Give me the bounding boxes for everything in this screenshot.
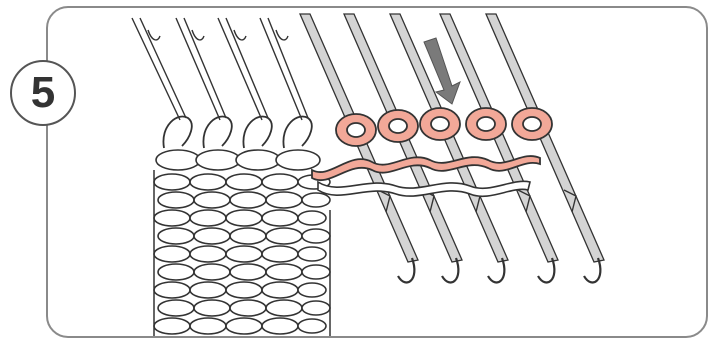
step-number-badge: 5 [10, 60, 76, 126]
knitted-fabric [154, 150, 330, 338]
latch-needles [300, 14, 604, 282]
white-loops [163, 117, 311, 148]
thin-needles-left [132, 18, 308, 120]
